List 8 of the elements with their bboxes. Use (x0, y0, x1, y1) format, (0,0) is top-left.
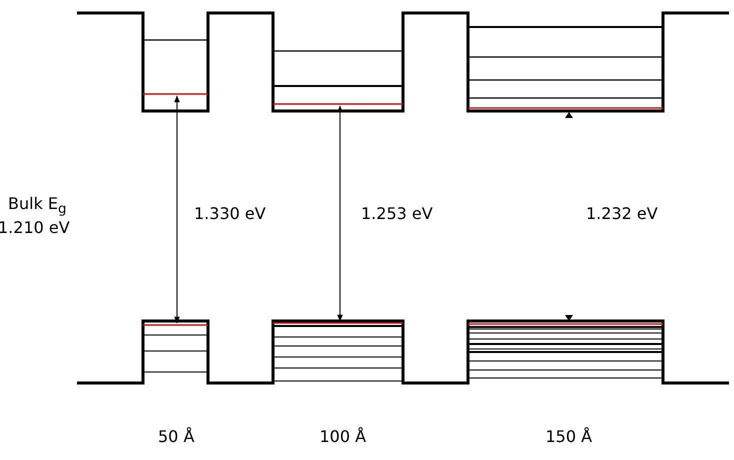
well-width-label: 50 Å (158, 427, 194, 447)
bulk-gap-label: Bulk E$_{g}$ (8, 194, 66, 220)
well-width-label: 100 Å (320, 427, 366, 447)
energy-label: 1.232 eV (586, 204, 658, 224)
energy-label: 1.330 eV (194, 204, 266, 224)
well-width-label: 150 Å (546, 427, 592, 447)
energy-label: 1.253 eV (361, 204, 433, 224)
bulk-gap-label: 1.210 eV (0, 218, 70, 238)
